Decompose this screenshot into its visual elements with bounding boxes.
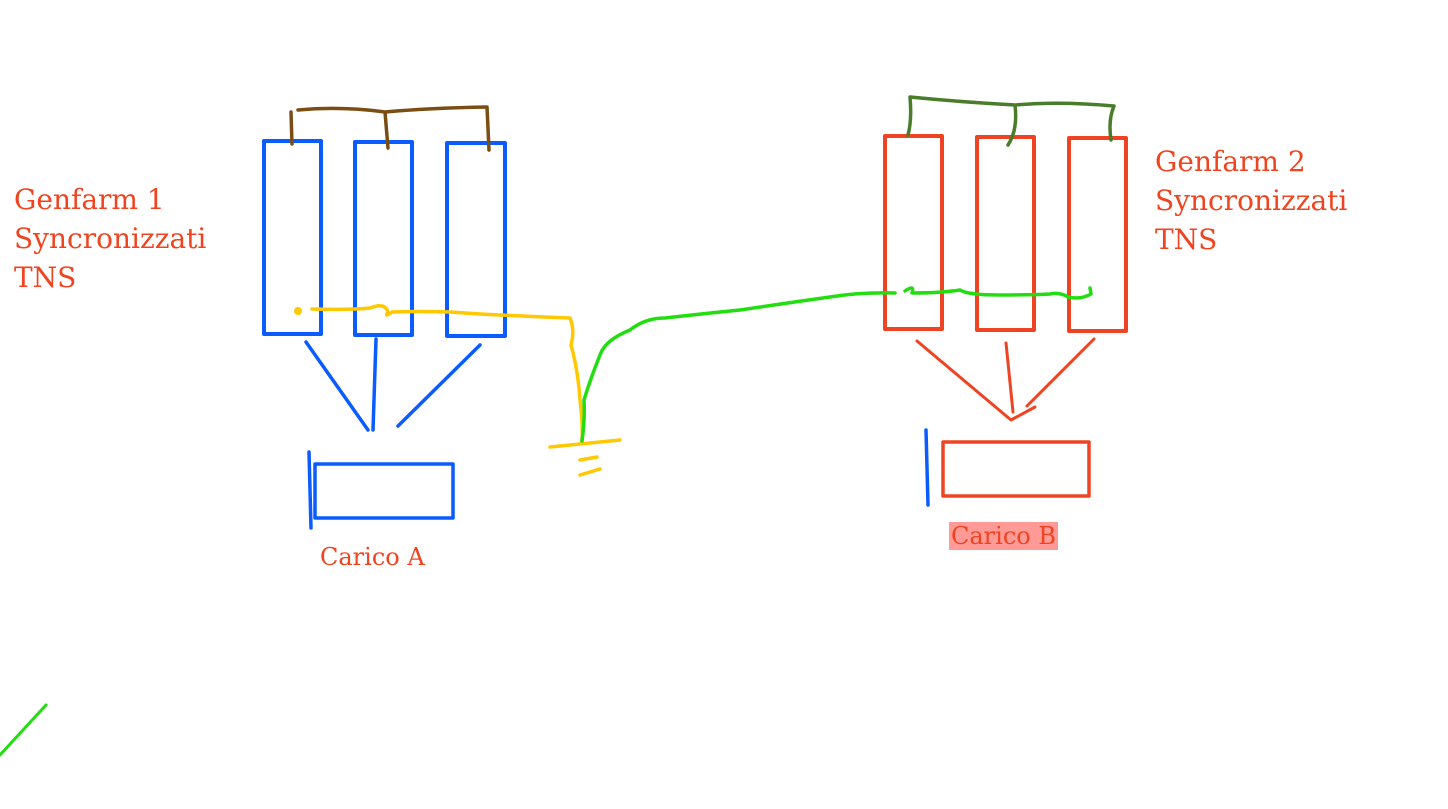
genfarm2-line: Syncronizzati xyxy=(1155,184,1348,217)
feed-lines-1 xyxy=(304,337,482,432)
load-b-label: Carico B xyxy=(949,522,1058,550)
generator-2a xyxy=(883,134,944,331)
load-a-box xyxy=(313,462,455,520)
genfarm2-line: TNS xyxy=(1155,223,1218,256)
genfarm2-generators xyxy=(883,134,1128,333)
generator-2c xyxy=(1067,136,1128,333)
load-a-label: Carico A xyxy=(320,543,425,571)
genfarm1-line: Genfarm 1 xyxy=(14,183,165,216)
genfarm1-label: Genfarm 1 Syncronizzati TNS xyxy=(14,180,206,297)
genfarm2-label: Genfarm 2 Syncronizzati TNS xyxy=(1155,142,1347,259)
bus-bar-1 xyxy=(289,105,491,152)
feed-lines-2 xyxy=(915,337,1096,422)
generator-2b xyxy=(975,135,1036,332)
neutral-line-1 xyxy=(310,304,584,443)
load-b-bar xyxy=(924,428,930,507)
ground-symbol xyxy=(548,438,622,477)
genfarm1-line: TNS xyxy=(14,261,77,294)
load-a-bar xyxy=(307,450,313,530)
load-b-box xyxy=(941,440,1091,498)
bus-bar-2 xyxy=(906,95,1116,147)
generator-1c xyxy=(445,141,507,338)
neutral-line-2 xyxy=(580,286,1093,443)
neutral-dot xyxy=(294,307,302,315)
genfarm1-line: Syncronizzati xyxy=(14,222,207,255)
generator-1a xyxy=(262,139,323,336)
genfarm2-line: Genfarm 2 xyxy=(1155,145,1306,178)
generator-1b xyxy=(353,140,414,337)
stray-green-stroke xyxy=(0,703,48,757)
